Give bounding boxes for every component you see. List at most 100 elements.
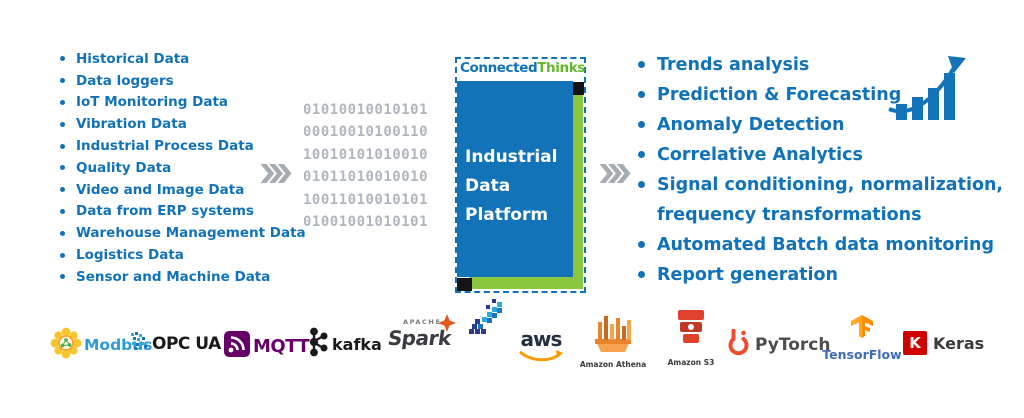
list-item-label: Report generation <box>657 265 838 285</box>
bullet-icon <box>60 208 65 214</box>
binary-stream: 01010010010101 00010010100110 1001010101… <box>303 99 428 233</box>
kafka-label: kafka <box>332 334 382 354</box>
binary-line: 01011010010010 <box>303 169 429 186</box>
spark-star-icon <box>438 314 456 336</box>
flow-arrow-right-icon <box>598 164 632 187</box>
list-item: Correlative Analytics <box>638 140 1024 170</box>
bullet-icon <box>638 181 645 188</box>
list-item: Sensor and Machine Data <box>60 266 306 288</box>
amazon-s3-logo: Amazon S3 <box>658 310 724 367</box>
bullet-icon <box>60 56 65 62</box>
binary-line: 10011010010101 <box>303 191 429 208</box>
list-item: Prediction & Forecasting <box>638 80 1024 110</box>
tensorflow-label: TensorFlow <box>822 347 902 362</box>
mqtt-logo: MQTT <box>224 331 310 361</box>
data-sources-list: Historical Data Data loggers IoT Monitor… <box>60 48 306 288</box>
list-item: IoT Monitoring Data <box>60 92 306 114</box>
kafka-logo: kafka <box>308 326 382 362</box>
opc-ua-label: OPC UA <box>152 334 221 354</box>
pytorch-label: PyTorch <box>755 335 831 355</box>
bullet-icon <box>60 230 65 236</box>
amazon-athena-label: Amazon Athena <box>579 360 647 369</box>
corner-square-bottom-left <box>457 278 472 291</box>
bullet-icon <box>638 271 645 278</box>
apache-spark-logo: APACHE Spark <box>386 314 456 362</box>
aws-label: aws <box>520 327 563 351</box>
amazon-athena-icon <box>591 312 635 358</box>
amazon-athena-logo: Amazon Athena <box>578 312 648 369</box>
keras-k-icon: K <box>903 331 927 355</box>
mqtt-signal-icon <box>224 331 250 361</box>
bullet-icon <box>638 241 645 248</box>
bullet-icon <box>638 91 645 98</box>
list-item: Video and Image Data <box>60 179 306 201</box>
list-item: Report generation <box>638 260 1024 290</box>
amazon-s3-label: Amazon S3 <box>667 358 715 367</box>
list-item: Warehouse Management Data <box>60 222 306 244</box>
keras-logo: K Keras <box>903 331 984 355</box>
bullet-icon <box>60 165 65 171</box>
modbus-icon <box>50 327 82 363</box>
list-item-label: Signal conditioning, normalization, freq… <box>657 175 1004 225</box>
list-item: Anomaly Detection <box>638 110 1024 140</box>
amazon-s3-bucket-icon <box>676 310 706 356</box>
kafka-icon <box>308 326 329 362</box>
list-item-label: Historical Data <box>76 50 190 67</box>
tensorflow-icon <box>851 315 873 345</box>
list-item: Quality Data <box>60 157 306 179</box>
aws-logo: aws <box>518 327 564 367</box>
list-item-label: Correlative Analytics <box>657 145 863 165</box>
bullet-icon <box>60 143 65 149</box>
list-item-label: Data loggers <box>76 72 174 89</box>
flow-arrow-left-icon <box>259 164 293 187</box>
list-item-label: Video and Image Data <box>76 181 245 198</box>
brand-connected: Connected <box>460 60 538 76</box>
list-item: Logistics Data <box>60 244 306 266</box>
pixel-mosaic-arrow-logo <box>468 299 504 341</box>
list-item: Data loggers <box>60 70 306 92</box>
bullet-icon <box>638 121 645 128</box>
brand-thinks: Thinks <box>537 60 585 76</box>
binary-line: 00010010100110 <box>303 124 429 141</box>
bullet-icon <box>638 61 645 68</box>
binary-line: 10010101010010 <box>303 146 429 163</box>
list-item-label: Data from ERP systems <box>76 203 254 220</box>
opc-ua-map-icon <box>130 331 150 357</box>
opc-ua-logo: OPC UA <box>130 331 221 357</box>
list-item-label: Trends analysis <box>657 55 810 75</box>
platform-title-panel: Industrial Data Platform <box>457 81 573 277</box>
list-item-label: Sensor and Machine Data <box>76 268 271 285</box>
list-item: Historical Data <box>60 48 306 70</box>
mqtt-label: MQTT <box>253 335 310 357</box>
platform-title-line: Data <box>465 176 511 196</box>
platform-title-line: Platform <box>465 205 549 225</box>
list-item: Industrial Process Data <box>60 135 306 157</box>
list-item-label: IoT Monitoring Data <box>76 94 229 111</box>
tensorflow-logo: TensorFlow <box>822 315 902 362</box>
industrial-data-platform-box: ConnectedThinks Industrial Data Platform <box>455 57 586 293</box>
list-item-label: Logistics Data <box>76 247 184 264</box>
connectedthinks-brand: ConnectedThinks <box>460 60 585 76</box>
bullet-icon <box>60 274 65 280</box>
keras-label: Keras <box>933 333 985 353</box>
bullet-icon <box>60 121 65 127</box>
pytorch-logo: PyTorch <box>727 328 831 361</box>
bullet-icon <box>60 252 65 258</box>
growth-chart-icon <box>888 54 972 124</box>
pytorch-flame-icon <box>727 328 751 361</box>
list-item-label: Warehouse Management Data <box>76 225 306 242</box>
list-item: Vibration Data <box>60 113 306 135</box>
list-item-label: Automated Batch data monitoring <box>657 235 995 255</box>
binary-line: 01001001010101 <box>303 214 429 231</box>
list-item-label: Industrial Process Data <box>76 138 254 155</box>
list-item: Trends analysis <box>638 50 1024 80</box>
bullet-icon <box>60 78 65 84</box>
list-item: Signal conditioning, normalization, freq… <box>638 170 1024 230</box>
list-item-label: Prediction & Forecasting <box>657 85 902 105</box>
apache-label: APACHE <box>403 318 442 326</box>
list-item-label: Vibration Data <box>76 116 187 133</box>
bullet-icon <box>638 151 645 158</box>
bullet-icon <box>60 187 65 193</box>
list-item-label: Anomaly Detection <box>657 115 845 135</box>
